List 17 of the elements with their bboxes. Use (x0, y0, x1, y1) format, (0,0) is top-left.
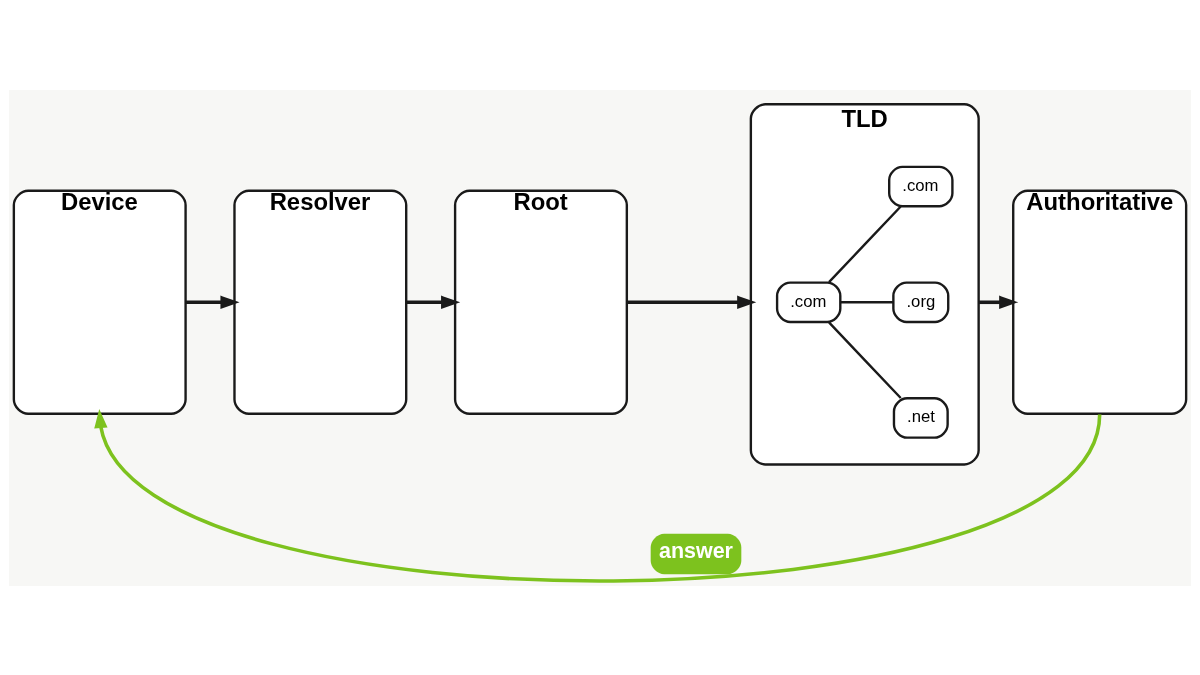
arrow (406, 295, 461, 309)
node-box: Resolver (233, 189, 408, 415)
node-box: .net (892, 396, 949, 439)
edge-label: answer (659, 538, 733, 563)
node-box: .org (892, 280, 950, 323)
node-box: Authoritative (1012, 189, 1188, 415)
node-box: .com (775, 280, 842, 323)
connector (840, 300, 894, 303)
node-box: .com (888, 165, 954, 207)
arrow (978, 295, 1019, 309)
arrow (626, 295, 757, 309)
arrow (185, 295, 240, 309)
connector (828, 205, 902, 283)
node-box: Device (12, 189, 187, 415)
arrow (94, 408, 1102, 583)
node-box: Root (453, 189, 629, 415)
connector (828, 321, 902, 399)
